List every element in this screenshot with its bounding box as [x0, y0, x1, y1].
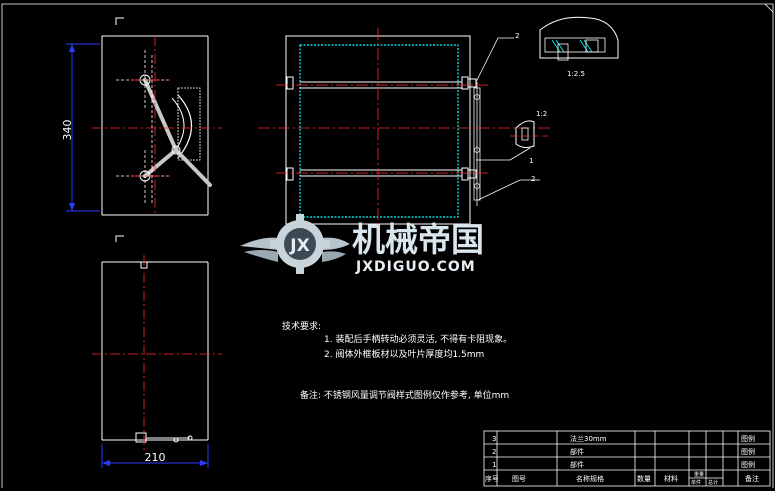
callout-1: 1	[529, 157, 533, 165]
drawing-border	[1, 3, 774, 488]
bom-row-2-note: 图例	[741, 447, 755, 456]
side-view: 210	[92, 235, 222, 468]
bom-row-2-no: 2	[492, 448, 496, 456]
bom-table: 3 法兰30mm 图例 2 部件 图例 1 部件 图例 序号 图号 名称规格 数…	[483, 430, 771, 487]
bom-header-code: 图号	[512, 475, 526, 483]
detail-mid-scale: 1:2	[536, 110, 547, 118]
front-view: 340	[61, 17, 222, 216]
bom-row-2-name: 部件	[570, 447, 584, 456]
detail-top-scale: 1:2.5	[567, 70, 585, 78]
bom-row-3-note: 图例	[741, 460, 755, 469]
bom-row-3-no: 1	[492, 461, 496, 469]
watermark-gear-monogram: JX	[289, 236, 309, 256]
bom-header-total: 总计	[708, 479, 718, 486]
height-dimension-label: 340	[61, 120, 74, 141]
bom-row-3-name: 部件	[570, 460, 584, 469]
notes-line-1: 1. 装配后手柄转动必须灵活, 不得有卡阻现象。	[324, 333, 512, 345]
watermark-cn: 机械帝国	[352, 220, 484, 259]
bom-header-material: 材料	[664, 474, 678, 483]
bom-header-note: 备注	[745, 474, 759, 483]
main-elevation-view: 2 1 2	[258, 28, 552, 232]
bom-row-1-no: 3	[492, 435, 496, 443]
watermark-logo: JX 机械帝国 JXDIGUO.COM	[240, 214, 484, 275]
detail-mid-view: 1:2	[510, 110, 548, 149]
notes-line-2: 2. 阀体外框板材以及叶片厚度均1.5mm	[324, 348, 484, 360]
watermark-en: JXDIGUO.COM	[355, 259, 476, 275]
detail-top-view: 1:2.5	[539, 16, 619, 78]
width-dimension-label: 210	[145, 451, 166, 464]
notes-remark: 备注: 不锈钢风量调节阀样式图例仅作参考, 单位mm	[300, 389, 509, 401]
bom-header-no: 序号	[485, 474, 499, 483]
bom-row-1-name: 法兰30mm	[570, 434, 607, 443]
callout-2-top: 2	[515, 32, 519, 40]
bom-header-name: 名称规格	[576, 474, 604, 483]
bom-row-1-note: 图例	[741, 434, 755, 443]
callout-2-bottom: 2	[531, 175, 535, 183]
bom-header-qty: 数量	[637, 474, 651, 483]
bom-header-single: 单件	[691, 479, 701, 486]
technical-notes: 技术要求: 1. 装配后手柄转动必须灵活, 不得有卡阻现象。 2. 阀体外框板材…	[282, 320, 512, 401]
notes-title: 技术要求:	[282, 320, 321, 332]
bom-header-weight: 重量	[694, 471, 704, 478]
